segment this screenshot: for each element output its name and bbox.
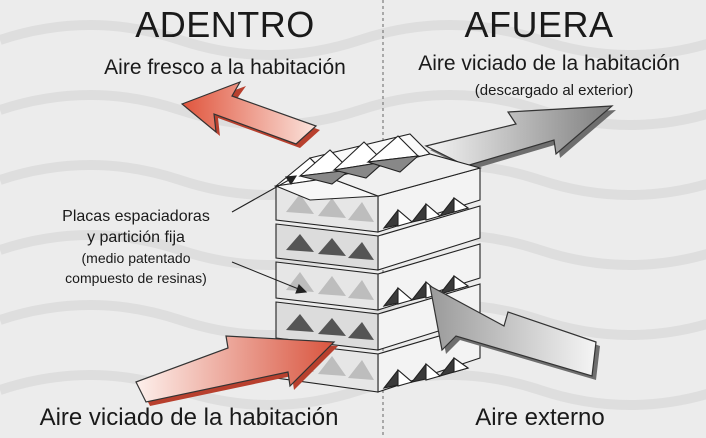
core-label-line3: (medio patentado [81,250,191,266]
outside-sub-caption: (descargado al exterior) [474,82,634,99]
fresh-air-arrow [180,80,320,148]
core-label-leaders [231,175,308,294]
inside-caption: Aire fresco a la habitación [104,56,346,79]
outside-heading: AFUERA [464,4,614,45]
exchanger-core [273,133,483,393]
core-label-line2: y partición fija [87,229,185,246]
core-label: Placas espaciadoras y partición fija (me… [10,206,262,288]
core-right-face [377,167,481,393]
core-label-line1: Placas espaciadoras [62,208,210,225]
stale-room-air-arrow [135,335,338,406]
exhaust-air-arrow [424,105,616,170]
bottom-right-caption: Aire externo [475,404,605,431]
core-label-line4: compuesto de resinas) [65,270,207,286]
core-top-pleats [273,133,483,201]
bottom-left-caption: Aire viciado de la habitación [39,404,339,431]
outside-caption: Aire viciado de la habitación [418,52,680,75]
outside-air-arrow [429,284,600,380]
inside-heading: ADENTRO [135,4,315,45]
